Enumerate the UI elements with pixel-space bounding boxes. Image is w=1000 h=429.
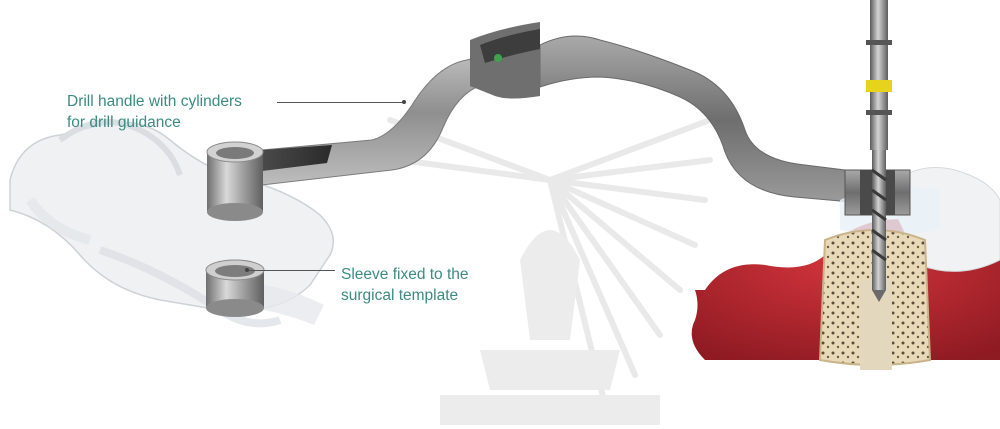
drill-handle-callout-line2: for drill guidance xyxy=(67,112,242,133)
drill-handle-callout-line1: Drill handle with cylinders xyxy=(67,91,242,112)
handle-leader-dot xyxy=(402,100,406,104)
sleeve-leader-line xyxy=(247,270,335,271)
right-illustration-panel xyxy=(540,0,1000,429)
guided-surgery-template-illustration xyxy=(0,0,540,429)
left-illustration-panel: Drill handle with cylinders for drill gu… xyxy=(0,0,540,429)
handle-leader-line xyxy=(277,102,404,103)
drill-handle-callout: Drill handle with cylinders for drill gu… xyxy=(67,91,242,133)
drill-handle-arm xyxy=(540,36,885,205)
sleeve-callout-line1: Sleeve fixed to the xyxy=(341,264,469,285)
guided-drilling-cross-section xyxy=(540,0,1000,429)
sleeve-callout-line2: surgical template xyxy=(341,285,469,306)
sleeve-callout: Sleeve fixed to the surgical template xyxy=(341,264,469,306)
sleeve-leader-dot xyxy=(245,268,249,272)
drill-handle xyxy=(207,22,540,221)
